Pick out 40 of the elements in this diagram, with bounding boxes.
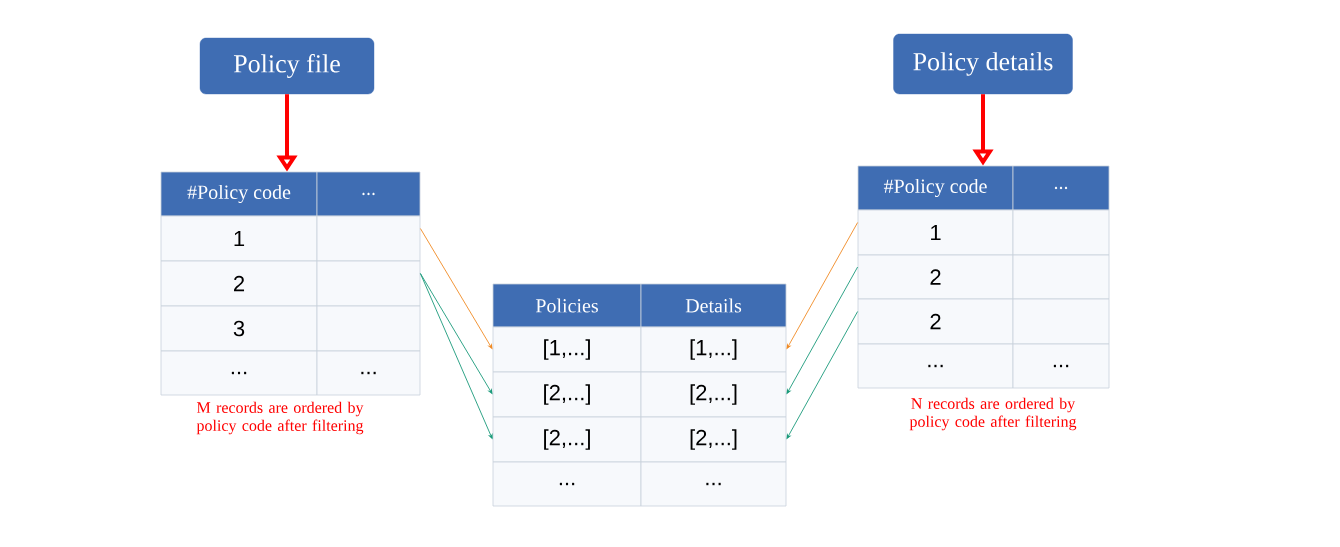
table-cell: ... xyxy=(640,461,787,507)
table-cell: ... xyxy=(160,350,318,396)
table-cell xyxy=(316,215,421,262)
table-cell: ... xyxy=(857,343,1014,389)
table-header-cell: Policies xyxy=(492,283,642,328)
table-cell: [2,...] xyxy=(492,416,642,463)
table-header-cell: Details xyxy=(640,283,787,328)
arrow xyxy=(419,228,493,349)
table-cell: 2 xyxy=(857,254,1014,300)
table-cell: 3 xyxy=(160,305,318,352)
arrow xyxy=(419,273,493,394)
table-header-cell: #Policy code xyxy=(160,171,318,217)
note-text: N records are ordered by policy code after filtering xyxy=(909,397,1077,431)
table-cell: ... xyxy=(1012,343,1110,389)
table-header-cell: #Policy code xyxy=(857,165,1014,211)
title-box: Policy details xyxy=(893,33,1073,95)
table-cell: [2,...] xyxy=(640,371,787,418)
table-cell: [2,...] xyxy=(640,416,787,463)
title-box: Policy file xyxy=(199,37,375,95)
table-cell: [1,...] xyxy=(492,326,642,373)
arrow xyxy=(786,266,859,394)
table-header-cell: ... xyxy=(1012,165,1110,211)
table-cell: [2,...] xyxy=(492,371,642,418)
table-header-cell: ... xyxy=(316,171,421,217)
table-cell xyxy=(1012,298,1110,345)
note-text: M records are ordered by policy code after filtering xyxy=(196,401,364,435)
arrow xyxy=(786,311,859,439)
table-cell: ... xyxy=(492,461,642,507)
arrow xyxy=(786,222,859,349)
table-cell: ... xyxy=(316,350,421,396)
table-cell: 2 xyxy=(160,260,318,307)
table-cell xyxy=(1012,209,1110,256)
table-cell xyxy=(316,260,421,307)
table-cell xyxy=(1012,254,1110,300)
table-cell: 1 xyxy=(857,209,1014,256)
table-cell: 2 xyxy=(857,298,1014,345)
arrow xyxy=(419,273,493,439)
table-cell xyxy=(316,305,421,352)
table-cell: 1 xyxy=(160,215,318,262)
table-cell: [1,...] xyxy=(640,326,787,373)
